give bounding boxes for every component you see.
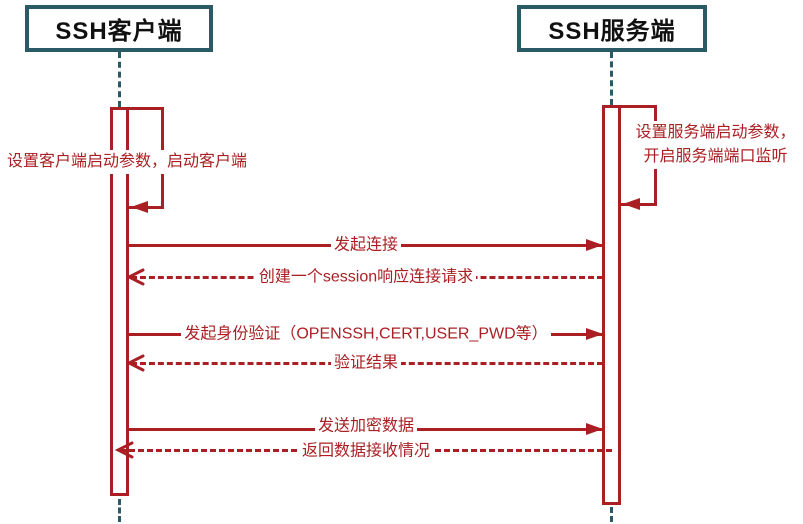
- self-message-label-server: 设置服务端启动参数， 开启服务端端口监听: [628, 121, 803, 169]
- message-line-connect: [129, 244, 603, 247]
- activation-bar-client: [110, 107, 129, 496]
- arrowhead-right-filled-icon: [586, 239, 603, 251]
- actor-box-ssh-client: SSH客户端: [25, 5, 213, 52]
- actor-label-client: SSH客户端: [55, 18, 183, 45]
- arrowhead-left-open-icon: [115, 441, 134, 459]
- arrowhead-right-filled-icon: [586, 423, 603, 435]
- message-line-auth-result: [131, 362, 603, 365]
- arrowhead-left-open-icon: [126, 354, 145, 372]
- message-line-session-response: [131, 276, 603, 279]
- message-line-data-ack: [120, 449, 612, 452]
- lifeline-client-top: [118, 52, 121, 107]
- self-message-label-client: 设置客户端启动参数，启动客户端: [4, 150, 250, 174]
- message-line-auth: [129, 333, 603, 336]
- message-label-send-data: 发送加密数据: [129, 416, 603, 436]
- lifeline-client-bottom: [118, 499, 121, 522]
- lifeline-server-top: [610, 52, 613, 105]
- lifeline-server-bottom: [610, 507, 613, 522]
- arrowhead-left-filled-icon: [623, 198, 640, 210]
- actor-box-ssh-server: SSH服务端: [517, 5, 707, 52]
- activation-bar-server: [602, 105, 621, 505]
- arrowhead-left-open-icon: [126, 268, 145, 286]
- message-line-send-data: [129, 428, 603, 431]
- actor-label-server: SSH服务端: [548, 18, 676, 45]
- arrowhead-left-filled-icon: [131, 201, 148, 213]
- arrowhead-right-filled-icon: [586, 328, 603, 340]
